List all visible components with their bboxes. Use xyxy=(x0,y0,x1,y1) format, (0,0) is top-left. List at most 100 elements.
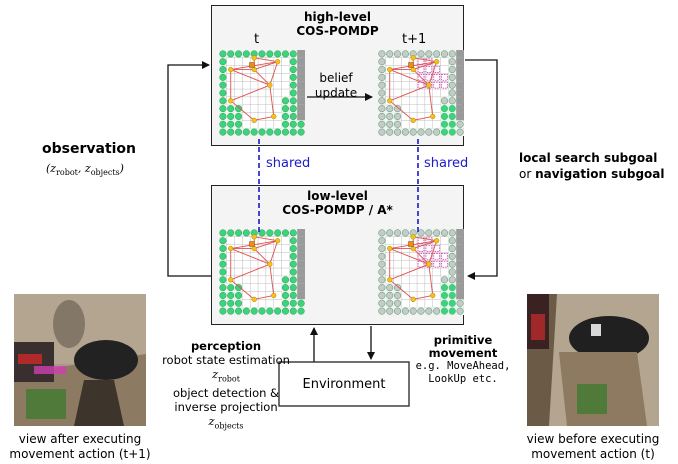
belief-dot xyxy=(394,50,402,58)
wall-cell xyxy=(297,65,305,74)
belief-dot xyxy=(281,120,289,128)
graph-node xyxy=(228,98,234,104)
wall-cell xyxy=(297,244,305,253)
belief-dot xyxy=(440,276,448,284)
low-level-title-line2: COS-POMDP / A* xyxy=(282,203,393,217)
belief-dot xyxy=(219,50,227,58)
shared-label-left: shared xyxy=(266,156,311,171)
wall-cell xyxy=(456,57,464,66)
belief-dot xyxy=(281,229,289,237)
belief-dot xyxy=(448,73,456,81)
wall-cell xyxy=(297,104,305,113)
belief-dot xyxy=(440,229,448,237)
belief-dot xyxy=(289,81,297,89)
graph-node xyxy=(410,296,416,303)
belief-dot xyxy=(235,307,243,315)
wall-cell xyxy=(297,229,305,237)
belief-dot xyxy=(289,128,297,136)
belief-dot xyxy=(448,58,456,66)
belief-dot xyxy=(219,97,227,105)
wall-cell xyxy=(456,283,464,292)
belief-dot xyxy=(266,307,274,315)
belief-dot-high xyxy=(448,292,456,299)
wall-cell xyxy=(456,89,464,97)
belief-dot xyxy=(242,229,250,237)
belief-dot xyxy=(289,66,297,74)
belief-dot xyxy=(401,50,409,58)
graph-edge xyxy=(254,116,274,121)
belief-dot xyxy=(227,105,235,113)
belief-dot xyxy=(258,128,266,136)
graph-edge xyxy=(269,85,275,117)
belief-dot xyxy=(235,229,243,237)
belief-dot xyxy=(401,128,409,136)
wall-cell xyxy=(456,291,464,300)
graph-edge xyxy=(230,84,270,102)
graph-node xyxy=(228,277,234,283)
wall-cell xyxy=(297,57,305,66)
graph-edge xyxy=(389,248,429,265)
belief-dot xyxy=(378,112,386,120)
belief-dot xyxy=(386,120,394,128)
graph-node xyxy=(271,292,277,299)
graph-node xyxy=(274,238,281,244)
belief-dot xyxy=(281,112,289,120)
wall-cell xyxy=(456,275,464,284)
belief-dot xyxy=(448,245,456,253)
photo-before-movement xyxy=(527,294,659,426)
belief-cell xyxy=(425,58,433,66)
belief-dot xyxy=(456,120,464,128)
belief-dot xyxy=(219,81,227,89)
belief-dot xyxy=(289,229,297,237)
belief-dot xyxy=(227,128,235,136)
environment-box xyxy=(278,361,410,407)
belief-dot-high xyxy=(448,113,456,120)
shared-label-right: shared xyxy=(424,156,469,171)
belief-dot xyxy=(227,307,235,315)
graph-edge xyxy=(413,240,437,249)
wall-cell xyxy=(297,96,305,105)
graph-edge xyxy=(413,61,437,70)
belief-dot-high xyxy=(448,307,456,315)
graph-edge xyxy=(428,240,438,265)
belief-dot xyxy=(378,299,386,307)
graph-edge xyxy=(428,61,438,86)
belief-dot xyxy=(227,299,235,307)
belief-dot xyxy=(219,291,227,299)
wall-cell xyxy=(297,236,305,245)
belief-dot xyxy=(409,307,417,315)
graph-edge xyxy=(412,69,430,86)
graph-edge xyxy=(428,85,434,117)
belief-dot xyxy=(235,299,243,307)
perception-zobjects: zobjects xyxy=(208,414,244,431)
belief-dot xyxy=(386,112,394,120)
subgoal-loop-arrow xyxy=(465,59,498,280)
belief-dot xyxy=(394,284,402,292)
graph-node xyxy=(426,82,432,88)
perception-line3: object detection & xyxy=(172,386,280,401)
graph-edge xyxy=(389,279,414,300)
belief-dot xyxy=(401,307,409,315)
label-t: t xyxy=(254,32,260,47)
wall-cell xyxy=(297,81,305,90)
belief-dot xyxy=(386,50,394,58)
graph-node xyxy=(387,66,393,73)
belief-dot xyxy=(281,276,289,284)
belief-dot xyxy=(219,268,227,276)
belief-dot xyxy=(417,50,425,58)
belief-dot-high xyxy=(441,105,448,112)
belief-dot xyxy=(289,276,297,284)
wall-cell xyxy=(456,260,464,269)
belief-dot xyxy=(266,229,274,237)
belief-dot-high xyxy=(448,284,456,291)
primitive-title1: primitive xyxy=(433,333,493,347)
graph-edge xyxy=(413,116,433,121)
graph-node xyxy=(387,98,393,104)
belief-dot xyxy=(448,81,456,89)
belief-dot xyxy=(289,252,297,260)
wall-cell xyxy=(456,50,464,58)
belief-dot xyxy=(289,58,297,66)
belief-dot xyxy=(219,237,227,245)
belief-dot xyxy=(258,307,266,315)
belief-dot xyxy=(448,276,456,284)
